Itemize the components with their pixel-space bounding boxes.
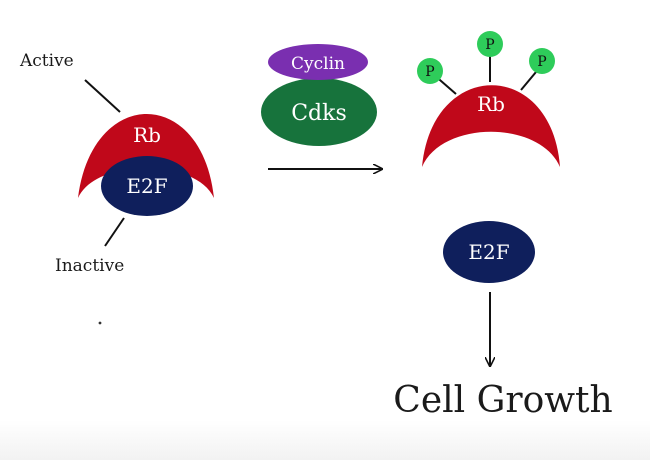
right-rb-shape <box>422 85 560 167</box>
right-rb-label: Rb <box>477 92 505 116</box>
cell-growth-outcome: Cell Growth <box>393 292 613 421</box>
active-pointer-line <box>84 79 121 113</box>
left-rb-shape <box>78 114 214 198</box>
phosphate-right-label: P <box>537 54 546 70</box>
left-rb-e2f-complex: Active Rb E2F Inactive <box>19 51 214 276</box>
phosphate-middle <box>477 31 503 57</box>
phosphate-left-label: P <box>425 64 434 80</box>
inactive-pointer-line <box>104 217 125 247</box>
stray-dot <box>98 321 102 325</box>
cyclin-shape <box>268 44 368 80</box>
free-e2f-label: E2F <box>468 240 509 264</box>
cyclin-cdk-complex: Cdks Cyclin <box>261 44 382 169</box>
left-e2f-label: E2F <box>126 174 167 198</box>
cell-growth-label: Cell Growth <box>393 380 612 421</box>
phosphorylated-rb: Rb P P P <box>417 31 560 167</box>
free-e2f: E2F <box>443 221 535 283</box>
active-label: Active <box>19 51 74 71</box>
inactive-label: Inactive <box>55 256 124 276</box>
phosphate-right <box>529 48 555 74</box>
cdks-label: Cdks <box>291 101 347 126</box>
bottom-shade <box>0 420 650 460</box>
phosphate-middle-label: P <box>485 37 494 53</box>
free-e2f-shape <box>443 221 535 283</box>
cyclin-label: Cyclin <box>291 54 345 74</box>
phosphate-left <box>417 58 443 84</box>
left-e2f-shape <box>101 156 193 216</box>
cdks-shape <box>261 78 377 146</box>
left-rb-label: Rb <box>133 123 161 147</box>
